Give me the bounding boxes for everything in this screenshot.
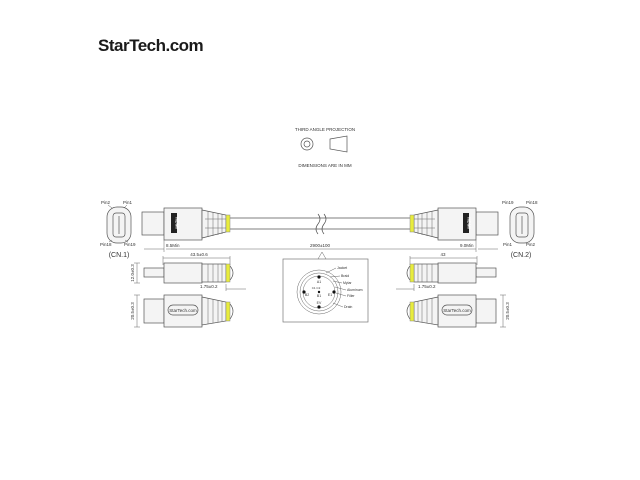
body-logo-right: StarTech.com [443, 308, 471, 313]
length-right: 43 [440, 252, 446, 257]
startech-logo: StarTech.com [98, 36, 204, 55]
pair-label: C1 C2 [312, 286, 321, 290]
band-left: 1.75±0.2 [200, 284, 218, 289]
layer-label: Filler [347, 294, 355, 298]
body-text-right: HDMI [467, 217, 472, 229]
height-left: 12.0±0.3 [130, 264, 135, 282]
layer-label: Aluminum [347, 288, 363, 292]
pin-label: Pin19 [124, 242, 136, 247]
min-length-left: 8.5Min [166, 243, 180, 248]
pin-label: Pin2 [526, 242, 536, 247]
connector-right-top [406, 294, 506, 328]
connector-left-side [134, 256, 246, 291]
connector-right-side [396, 256, 497, 291]
pin-label: Pin1 [123, 200, 133, 205]
pair-label: B1 [317, 294, 321, 298]
band-right: 1.75±0.2 [418, 284, 436, 289]
pin-label: Pin18 [100, 242, 112, 247]
connector-right-front [409, 207, 499, 241]
cross-section [282, 251, 369, 323]
body-text-left: HDMI [175, 217, 180, 229]
pin-label: Pin1 [503, 242, 513, 247]
pin-label: Pin19 [502, 200, 514, 205]
layer-label: Braid [341, 274, 349, 278]
body-logo-left: StarTech.com [169, 308, 197, 313]
layer-label: Jacket [337, 266, 347, 270]
pin-face-right [509, 206, 535, 244]
pair-label: EV [317, 301, 322, 305]
layer-label: Mylar [343, 281, 352, 285]
hdmi-logo-mark [171, 213, 177, 233]
connector-left-front [141, 207, 231, 241]
width-left: 20.5±0.3 [130, 302, 135, 320]
pin-label: Pin2 [101, 200, 111, 205]
cable-length: 2900±100 [310, 243, 330, 248]
pair-label: A1 [317, 280, 321, 284]
hdmi-logo-mark [463, 213, 469, 233]
pair-label: E1 [328, 293, 332, 297]
connector-left-label: (CN.1) [109, 252, 130, 259]
min-length-right: 9.0Min [460, 243, 474, 248]
cable [230, 213, 410, 235]
width-right: 20.5±0.3 [505, 302, 510, 320]
pin-face-left [106, 204, 132, 244]
projection-symbol [300, 135, 348, 153]
pair-label: B2 [305, 293, 309, 297]
layer-label: Drain [344, 305, 352, 309]
length-left: 43.5±0.6 [190, 252, 208, 257]
pin-label: Pin18 [526, 200, 538, 205]
connector-right-label: (CN.2) [511, 252, 532, 259]
connector-left-top [134, 294, 234, 328]
units-label: DIMENSIONS ARE IN MM [298, 163, 352, 168]
projection-label: THIRD ANGLE PROJECTION [295, 127, 355, 132]
